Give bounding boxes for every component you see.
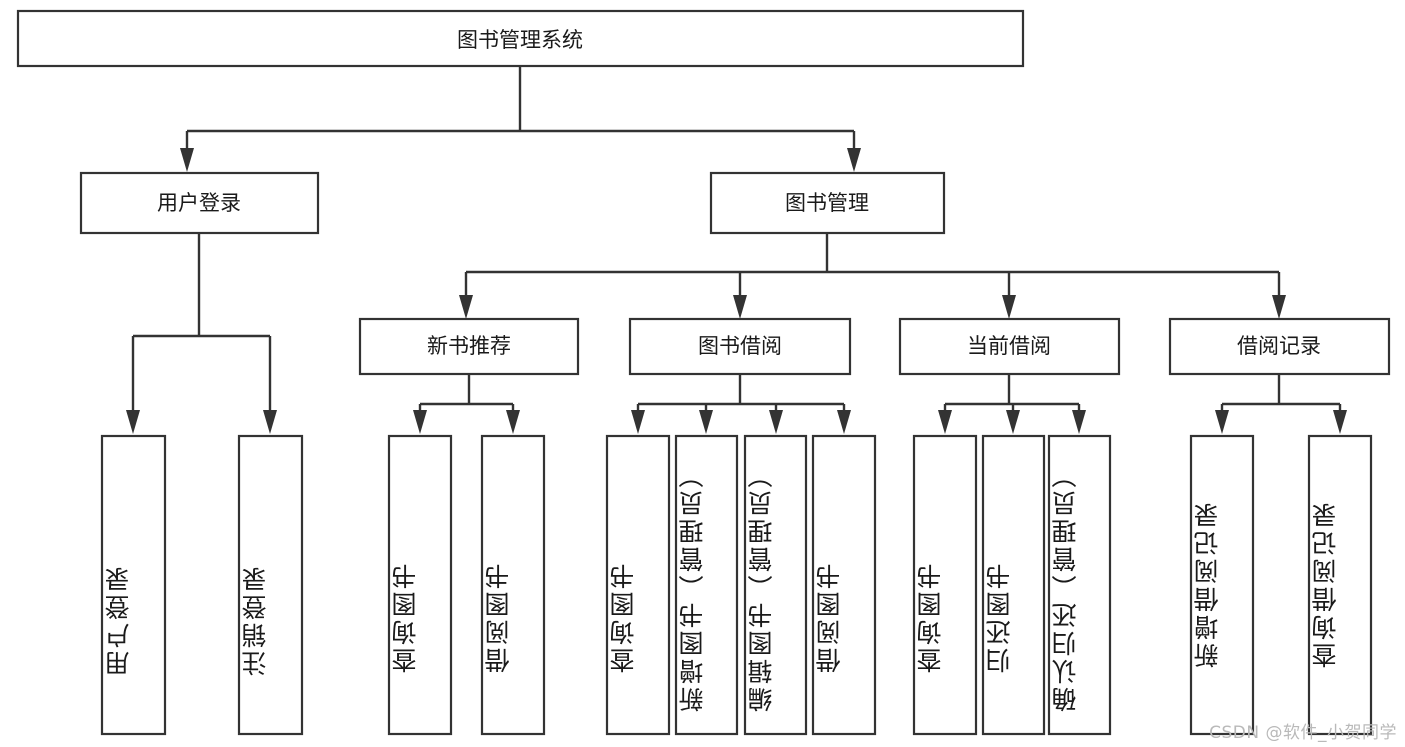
leaf-node-current-query[interactable] [912, 434, 978, 736]
leaf-node-record-query[interactable] [1307, 434, 1373, 736]
node-book-borrow[interactable]: 图书借阅 [628, 317, 852, 376]
leaf-node-borrow-lend[interactable] [811, 434, 877, 736]
node-borrow-record-label: 借阅记录 [1237, 334, 1321, 358]
connector-book-borrow-to-leaves [631, 374, 851, 434]
leaf-node-current-return[interactable] [981, 434, 1046, 736]
leaf-node-newbook-query[interactable] [387, 434, 453, 736]
leaf-node-record-add[interactable] [1189, 434, 1255, 736]
leaf-node-current-confirm-admin[interactable] [1047, 434, 1112, 736]
leaf-node-user-login-login[interactable] [100, 434, 167, 736]
leaf-node-user-login-logout[interactable] [237, 434, 304, 736]
node-root-system[interactable]: 图书管理系统 [16, 9, 1025, 68]
node-current-borrow-label: 当前借阅 [967, 334, 1051, 358]
connector-new-book-to-leaves [413, 374, 520, 434]
node-user-login-label: 用户登录 [157, 191, 241, 215]
node-root-label: 图书管理系统 [457, 28, 583, 52]
leaf-node-borrow-query[interactable] [605, 434, 671, 736]
leaf-node-newbook-borrow[interactable] [480, 434, 546, 736]
connector-current-borrow-to-leaves [938, 374, 1086, 434]
node-book-manage-label: 图书管理 [785, 191, 869, 215]
csdn-watermark: CSDN @软件_小贺同学 [1209, 723, 1397, 743]
connector-borrow-record-to-leaves [1215, 374, 1347, 434]
node-current-borrow[interactable]: 当前借阅 [898, 317, 1121, 376]
leaf-node-borrow-edit-admin[interactable] [743, 434, 808, 736]
node-book-manage[interactable]: 图书管理 [709, 171, 946, 235]
connector-book-manage-to-level3 [459, 233, 1286, 319]
node-user-login[interactable]: 用户登录 [79, 171, 320, 235]
connector-root-to-level2 [180, 66, 861, 172]
node-borrow-record[interactable]: 借阅记录 [1168, 317, 1391, 376]
node-new-book-recommend[interactable]: 新书推荐 [358, 317, 580, 376]
connector-user-login-to-leaves [126, 233, 277, 434]
leaf-node-borrow-add-admin[interactable] [674, 434, 739, 736]
node-new-book-recommend-label: 新书推荐 [427, 334, 511, 358]
node-book-borrow-label: 图书借阅 [698, 334, 782, 358]
